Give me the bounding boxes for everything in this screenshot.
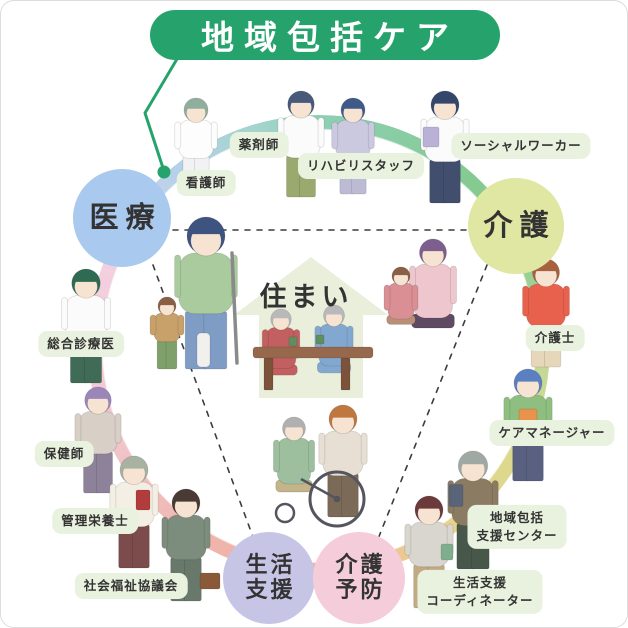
house-label: 住まい xyxy=(259,282,353,312)
person-child xyxy=(149,296,185,370)
role-label-life-support-coordinator: 生活支援コーディネーター xyxy=(417,569,543,615)
domain-circle-nursing-care: 介護 xyxy=(468,178,564,274)
title-text: 地域包括ケア xyxy=(201,19,459,56)
role-label-rehab-staff: リハビリスタッフ xyxy=(297,152,425,180)
banner-leader-line xyxy=(143,58,179,172)
person-elderly-man xyxy=(273,416,315,493)
role-label-line: 介護士 xyxy=(534,330,576,345)
role-label-care-manager: ケアマネージャー xyxy=(489,419,615,447)
person-nurse xyxy=(174,97,218,195)
domain-circle-medical: 医療 xyxy=(73,169,171,267)
role-label-line: ケアマネージャー xyxy=(498,425,606,440)
role-label-social-welfare-council: 社会福祉協議会 xyxy=(74,572,188,600)
domain-label: 介護 xyxy=(335,552,386,578)
role-label-line: 地域包括 xyxy=(489,510,545,525)
banner-leader-dot xyxy=(157,165,171,179)
role-label-public-health-nurse: 保健師 xyxy=(34,440,94,468)
person-general-practitioner xyxy=(61,268,111,384)
role-label-general-practitioner: 総合診療医 xyxy=(38,330,124,358)
role-label-care-worker: 介護士 xyxy=(525,324,585,352)
role-label-community-support-center: 地域包括支援センター xyxy=(467,504,567,550)
role-label-social-worker: ソーシャルワーカー xyxy=(451,132,591,160)
role-label-line: 社会福祉協議会 xyxy=(83,578,179,593)
group-wheelchair-user-and-caregiver xyxy=(273,404,368,528)
role-label-pharmacist: 薬剤師 xyxy=(229,131,289,159)
group-parent-and-child xyxy=(149,216,239,370)
crutch xyxy=(230,251,239,365)
title-banner: 地域包括ケア xyxy=(150,10,500,60)
person-wife xyxy=(261,308,301,376)
domain-label: 支援 xyxy=(245,577,296,602)
role-label-line: 支援センター xyxy=(476,529,558,543)
wheelchair-wheel xyxy=(308,470,366,528)
domain-label: 予防 xyxy=(335,577,386,602)
person-child xyxy=(383,266,419,325)
person-mother xyxy=(409,238,457,329)
role-label-nurse: 看護師 xyxy=(176,169,236,197)
group-mother-and-child xyxy=(383,238,457,329)
role-label-line: ソーシャルワーカー xyxy=(460,138,582,153)
role-label-line: 薬剤師 xyxy=(238,137,280,152)
dashed-line-2 xyxy=(377,264,488,540)
role-label-line: 保健師 xyxy=(43,446,85,461)
person-caregiver xyxy=(318,404,368,518)
domain-label: 介護 xyxy=(483,209,556,242)
domain-label: 医療 xyxy=(89,201,162,234)
role-label-line: 看護師 xyxy=(185,175,227,190)
role-label-line: 生活支援 xyxy=(452,575,508,590)
domain-circle-life-support: 生活支援 xyxy=(223,532,315,624)
role-label-dietitian: 管理栄養士 xyxy=(52,507,138,535)
role-label-line: 管理栄養士 xyxy=(61,513,129,528)
domain-label: 生活 xyxy=(245,552,296,578)
group-elderly-couple-at-table xyxy=(252,304,374,391)
domain-circle-care-prevention: 介護予防 xyxy=(313,532,405,624)
role-label-line: 総合診療医 xyxy=(47,336,115,351)
person-rehab-staff xyxy=(331,97,375,195)
role-label-line: リハビリスタッフ xyxy=(306,158,416,173)
role-label-line: コーディネーター xyxy=(426,594,534,608)
person-public-health-nurse xyxy=(74,386,122,494)
